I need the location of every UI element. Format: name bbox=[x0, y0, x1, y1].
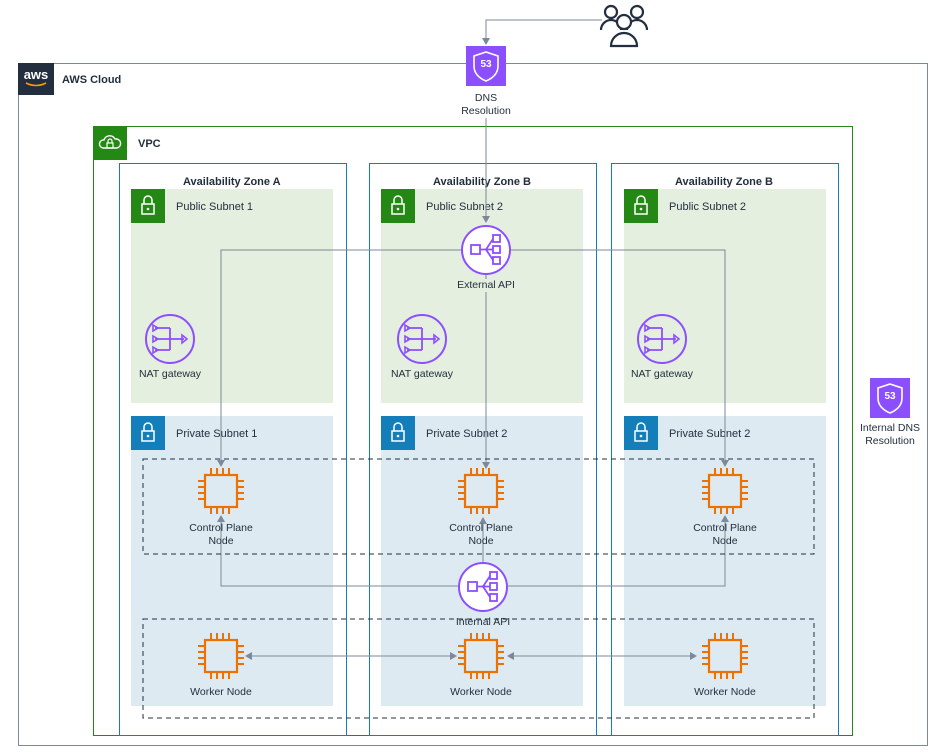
worker-node-label: Worker Node bbox=[450, 686, 512, 698]
availability-zone-a bbox=[119, 163, 347, 736]
internal-dns-line2: Resolution bbox=[865, 435, 915, 447]
control-plane-line2: Node bbox=[712, 535, 738, 547]
ec2-instance-icon bbox=[702, 468, 748, 514]
internal-api-label: Internal API bbox=[455, 616, 511, 628]
external-api-load-balancer-icon bbox=[461, 225, 511, 275]
ec2-instance-icon bbox=[458, 633, 504, 679]
worker-node-group bbox=[142, 618, 815, 719]
control-plane-line1: Control Plane bbox=[189, 522, 253, 534]
control-plane-node-label: Control Plane Node bbox=[675, 522, 775, 548]
route53-badge-text: 53 bbox=[480, 59, 492, 70]
private-subnet-label: Private Subnet 1 bbox=[176, 428, 258, 440]
internal-dns-line1: Internal DNS bbox=[859, 422, 921, 434]
private-subnet-lock-icon bbox=[381, 416, 415, 450]
internal-api-to-control-a-line bbox=[217, 515, 458, 587]
route53-dns-icon: 53 bbox=[466, 46, 506, 86]
dns-resolution-label: DNS Resolution bbox=[436, 92, 536, 118]
nat-gateway-label: NAT gateway bbox=[138, 368, 202, 380]
external-api-to-control-c-line bbox=[511, 249, 729, 467]
dns-label-line1: DNS bbox=[474, 92, 498, 104]
nat-gateway-label: NAT gateway bbox=[390, 368, 454, 380]
vpc-badge bbox=[93, 126, 127, 160]
external-api-label: External API bbox=[436, 279, 536, 292]
public-subnet-label: Public Subnet 1 bbox=[176, 201, 254, 213]
control-plane-line2: Node bbox=[468, 535, 494, 547]
public-subnet-lock-icon bbox=[624, 189, 658, 223]
ec2-instance-icon bbox=[458, 468, 504, 514]
public-subnet-lock-icon bbox=[131, 189, 165, 223]
public-subnet-label: Public Subnet 2 bbox=[669, 201, 747, 213]
az-title-2: Availability Zone B bbox=[433, 176, 532, 188]
control-plane-node-label: Control Plane Node bbox=[171, 522, 271, 548]
availability-zone-b bbox=[369, 163, 597, 736]
route53-internal-dns-icon: 53 bbox=[870, 378, 910, 418]
az-title-1: Availability Zone A bbox=[183, 176, 281, 188]
availability-zone-c bbox=[611, 163, 839, 736]
ec2-instance-icon bbox=[198, 468, 244, 514]
private-subnet-label: Private Subnet 2 bbox=[669, 428, 751, 440]
aws-logo: aws bbox=[18, 63, 54, 95]
nat-gateway-icon bbox=[145, 314, 195, 364]
private-subnet-label: Private Subnet 2 bbox=[426, 428, 508, 440]
route53-badge-text: 53 bbox=[884, 391, 896, 402]
control-plane-node-label: Control Plane Node bbox=[431, 522, 531, 548]
users-to-dns-line bbox=[482, 19, 602, 45]
internal-api-load-balancer-icon bbox=[458, 562, 508, 612]
public-subnet-label: Public Subnet 2 bbox=[426, 201, 504, 213]
aws-cloud-title: AWS Cloud bbox=[62, 74, 122, 86]
control-plane-line1: Control Plane bbox=[449, 522, 513, 534]
aws-logo-text: aws bbox=[23, 67, 49, 82]
public-subnet-2 bbox=[381, 189, 583, 403]
control-plane-line1: Control Plane bbox=[693, 522, 757, 534]
worker-node-label: Worker Node bbox=[190, 686, 252, 698]
internal-api-to-control-c-line bbox=[508, 515, 729, 587]
private-subnet-lock-icon bbox=[131, 416, 165, 450]
users-icon bbox=[599, 4, 649, 48]
az-title-3: Availability Zone B bbox=[675, 176, 774, 188]
public-subnet-lock-icon bbox=[381, 189, 415, 223]
public-subnet-1 bbox=[131, 189, 333, 403]
nat-gateway-label: NAT gateway bbox=[630, 368, 694, 380]
nat-gateway-icon bbox=[397, 314, 447, 364]
control-plane-line2: Node bbox=[208, 535, 234, 547]
cloud-lock-icon bbox=[98, 135, 122, 149]
private-subnet-lock-icon bbox=[624, 416, 658, 450]
vpc-title: VPC bbox=[138, 138, 161, 150]
worker-node-label: Worker Node bbox=[694, 686, 756, 698]
external-api-to-control-a-line bbox=[217, 249, 461, 467]
ec2-instance-icon bbox=[198, 633, 244, 679]
dns-label-line2: Resolution bbox=[461, 105, 511, 117]
control-plane-group bbox=[142, 458, 815, 555]
internal-dns-label: Internal DNS Resolution bbox=[850, 422, 930, 448]
ec2-instance-icon bbox=[702, 633, 748, 679]
nat-gateway-icon bbox=[637, 314, 687, 364]
